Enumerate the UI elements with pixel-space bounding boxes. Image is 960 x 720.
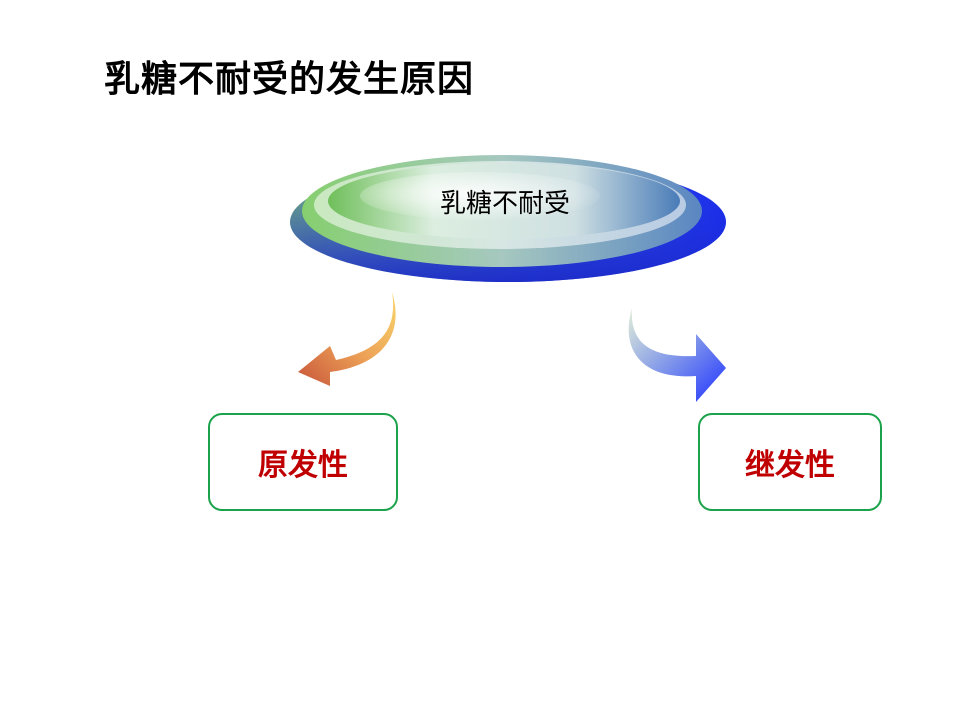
branch-box-primary: 原发性 [208, 413, 398, 511]
branch-label-secondary: 继发性 [745, 448, 835, 483]
root-ellipse [290, 155, 726, 282]
arrow-right-icon [628, 308, 726, 402]
root-label: 乳糖不耐受 [439, 189, 570, 219]
branch-label-primary: 原发性 [258, 448, 348, 483]
slide-title: 乳糖不耐受的发生原因 [104, 59, 475, 100]
arrow-left-icon [298, 292, 396, 386]
branch-box-secondary: 继发性 [698, 413, 882, 511]
